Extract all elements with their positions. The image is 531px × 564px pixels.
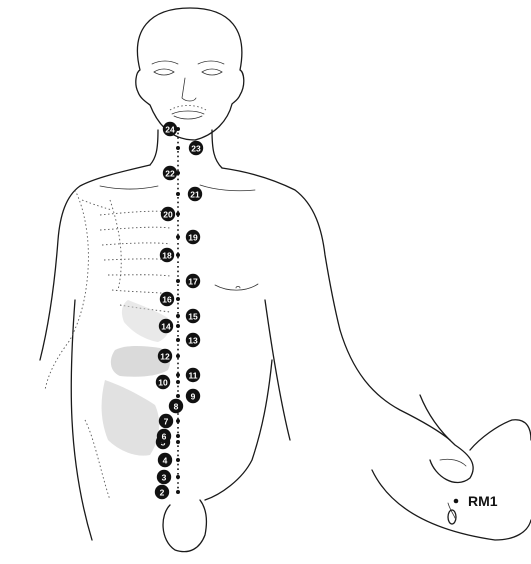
meridian-point-dot-11 — [176, 373, 180, 377]
skeleton-outline — [45, 190, 170, 500]
meridian-point-label-17: 17 — [188, 277, 198, 287]
head-outline — [136, 8, 244, 140]
meridian-point-label-10: 10 — [158, 378, 168, 388]
rm1-point — [454, 499, 459, 504]
meridian-point-label-6: 6 — [162, 432, 167, 442]
meridian-point-label-21: 21 — [190, 190, 200, 200]
meridian-point-dot-3 — [176, 475, 180, 479]
meridian-point-label-23: 23 — [191, 144, 201, 154]
meridian-point-dot-15 — [176, 314, 180, 318]
meridian-point-label-22: 22 — [165, 169, 175, 179]
meridian-point-dot-16 — [176, 297, 180, 301]
meridian-point-dot-2 — [176, 490, 180, 494]
meridian-point-dot-9 — [176, 394, 180, 398]
meridian-point-label-7: 7 — [164, 417, 169, 427]
meridian-point-label-15: 15 — [188, 312, 198, 322]
meridian-point-label-13: 13 — [188, 336, 198, 346]
meridian-point-dot-13 — [176, 338, 180, 342]
meridian-point-label-12: 12 — [160, 352, 170, 362]
body-outline — [40, 130, 450, 552]
meridian-point-dot-17 — [176, 279, 180, 283]
meridian-point-label-2: 2 — [160, 488, 165, 498]
meridian-point-label-3: 3 — [162, 473, 167, 483]
meridian-point-label-19: 19 — [188, 233, 198, 243]
meridian-point-label-18: 18 — [162, 251, 172, 261]
meridian-point-dot-4 — [176, 458, 180, 462]
meridian-point-dot-10 — [176, 380, 180, 384]
meridian-point-dot-21 — [176, 192, 180, 196]
meridian-point-label-4: 4 — [163, 456, 168, 466]
meridian-point-dot-5 — [176, 440, 180, 444]
meridian-point-label-24: 24 — [165, 125, 175, 135]
meridian-point-dot-12 — [176, 354, 180, 358]
meridian-point-label-9: 9 — [191, 392, 196, 402]
meridian-point-label-20: 20 — [163, 210, 173, 220]
meridian-point-dot-6 — [176, 434, 180, 438]
meridian-point-dot-20 — [176, 212, 180, 216]
perineum-inset: RM1 — [372, 395, 531, 540]
meridian-points: 23456789101112131415161718192021222324 — [155, 122, 203, 499]
meridian-point-dot-19 — [176, 235, 180, 239]
meridian-point-label-14: 14 — [161, 322, 171, 332]
meridian-point-dot-14 — [176, 324, 180, 328]
meridian-point-dot-7 — [176, 419, 180, 423]
meridian-point-dot-18 — [176, 253, 180, 257]
meridian-point-label-8: 8 — [174, 402, 179, 412]
rm1-label: RM1 — [468, 493, 498, 509]
meridian-point-dot-23 — [176, 146, 180, 150]
meridian-point-label-16: 16 — [162, 295, 172, 305]
meridian-point-label-11: 11 — [189, 371, 198, 381]
